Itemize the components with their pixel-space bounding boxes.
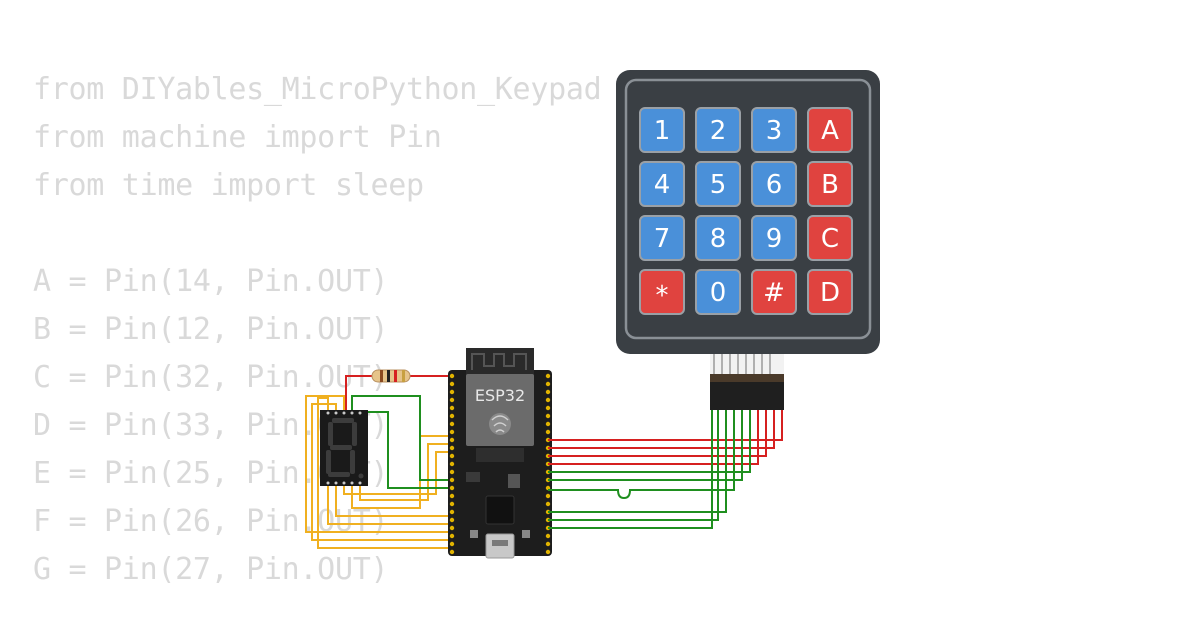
keypad-key-label: 3 (766, 116, 783, 146)
keypad-key-label: 6 (766, 170, 783, 200)
header-pin (545, 493, 551, 499)
keypad-key[interactable]: 7 (639, 215, 685, 261)
header-pin (545, 413, 551, 419)
header-pin (449, 509, 455, 515)
header-pin (545, 541, 551, 547)
header-pin (449, 493, 455, 499)
header-pin (449, 381, 455, 387)
keypad-key-label: C (821, 224, 839, 254)
header-pin (449, 533, 455, 539)
header-pin (449, 469, 455, 475)
code-overlay: from DIYables_MicroPython_Keypad im from … (33, 66, 655, 594)
keypad-key[interactable]: 2 (695, 107, 741, 153)
keypad-key-label: 8 (710, 224, 727, 254)
header-pin (449, 525, 455, 531)
header-pin (545, 549, 551, 555)
board-label: ESP32 (475, 386, 525, 405)
header-pin (449, 389, 455, 395)
seven-segment-display (320, 410, 368, 486)
keypad-key-label: * (656, 281, 669, 311)
header-pin (449, 437, 455, 443)
header-pin (449, 477, 455, 483)
code-line: C = Pin(32, Pin.OUT) (33, 360, 389, 395)
keypad-key-label: 1 (654, 116, 671, 146)
keypad-key[interactable]: 1 (639, 107, 685, 153)
resistor (345, 369, 452, 410)
esp32-board: ESP32 (448, 348, 552, 559)
header-pin (449, 541, 455, 547)
keypad-key[interactable]: 4 (639, 161, 685, 207)
header-pin (449, 517, 455, 523)
keypad-key[interactable]: B (807, 161, 853, 207)
header-pin (545, 533, 551, 539)
keypad-key-label: 2 (710, 116, 727, 146)
header-pin (545, 389, 551, 395)
keypad-key-label: 4 (654, 170, 671, 200)
yellow-wires (305, 395, 452, 549)
header-pin (449, 549, 455, 555)
header-pin (545, 397, 551, 403)
code-line: G = Pin(27, Pin.OUT) (33, 552, 389, 587)
keypad-key[interactable]: 8 (695, 215, 741, 261)
header-pin (449, 405, 455, 411)
keypad-key-label: 5 (710, 170, 727, 200)
keypad-key[interactable]: # (751, 269, 797, 315)
keypad-key[interactable]: 9 (751, 215, 797, 261)
header-pin (449, 421, 455, 427)
header-pin (449, 453, 455, 459)
header-pin (449, 397, 455, 403)
header-pin (545, 373, 551, 379)
code-line: from machine import Pin (33, 120, 442, 155)
header-pin (545, 405, 551, 411)
keypad-key-label: # (763, 278, 785, 308)
keypad-key[interactable]: D (807, 269, 853, 315)
header-pin (545, 429, 551, 435)
header-pin (449, 501, 455, 507)
header-pin (449, 373, 455, 379)
keypad-key[interactable]: 5 (695, 161, 741, 207)
keypad-connector (710, 354, 784, 410)
header-pin (449, 445, 455, 451)
keypad-wires (548, 410, 783, 529)
header-pin (449, 461, 455, 467)
code-line: A = Pin(14, Pin.OUT) (33, 264, 389, 299)
keypad-key[interactable]: 6 (751, 161, 797, 207)
keypad-key-label: 0 (710, 278, 727, 308)
code-line: from time import sleep (33, 168, 424, 203)
header-pin (449, 485, 455, 491)
keypad-key[interactable]: 0 (695, 269, 741, 315)
header-pin (545, 381, 551, 387)
keypad-key-label: 9 (766, 224, 783, 254)
keypad-key-label: B (821, 170, 839, 200)
keypad-key-label: 7 (654, 224, 671, 254)
keypad: 1 2 3 A 4 5 6 B 7 8 9 C * 0 # D (616, 70, 880, 354)
keypad-key-label: A (821, 116, 839, 146)
keypad-key[interactable]: C (807, 215, 853, 261)
keypad-key[interactable]: * (639, 269, 685, 315)
keypad-key[interactable]: A (807, 107, 853, 153)
code-line: B = Pin(12, Pin.OUT) (33, 312, 389, 347)
code-line: from DIYables_MicroPython_Keypad im (33, 72, 655, 107)
header-pin (449, 429, 455, 435)
header-pin (545, 501, 551, 507)
header-pin (545, 421, 551, 427)
keypad-key-label: D (820, 278, 840, 308)
keypad-key[interactable]: 3 (751, 107, 797, 153)
header-pin (449, 413, 455, 419)
